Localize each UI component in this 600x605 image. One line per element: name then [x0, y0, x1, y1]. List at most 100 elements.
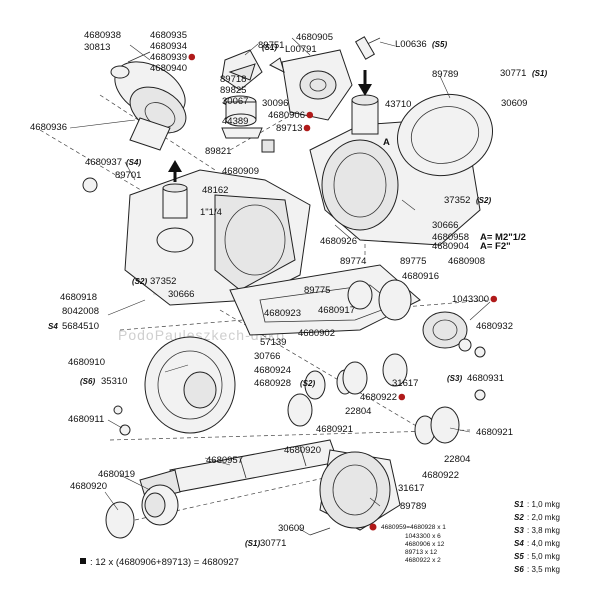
part-callout[interactable]: 89775 [400, 256, 426, 267]
part-callout[interactable]: 4680919 [98, 469, 135, 480]
main-pump-body [82, 160, 311, 306]
part-callout[interactable]: 4680939 [150, 52, 187, 63]
part-callout[interactable]: (S2) [300, 379, 315, 388]
kit-part-red-dot [303, 124, 311, 132]
part-callout[interactable]: 22804 [345, 406, 371, 417]
part-callout[interactable]: 89718 [220, 74, 246, 85]
top-cover-assembly [110, 51, 187, 151]
left-flange [113, 336, 236, 436]
part-callout[interactable]: (S2) [132, 277, 147, 286]
part-callout[interactable]: 30766 [254, 351, 280, 362]
part-callout[interactable]: 89774 [340, 256, 366, 267]
part-callout[interactable]: 89751 [258, 40, 284, 51]
part-callout[interactable]: A= M2"1/2 [480, 232, 526, 243]
part-callout[interactable]: 31617 [392, 378, 418, 389]
part-callout[interactable]: 4680935 [150, 30, 187, 41]
torque-value-6: : 3,5 mkg [527, 565, 560, 574]
part-callout[interactable]: 4680940 [150, 63, 187, 74]
part-callout[interactable]: 37352 [150, 276, 176, 287]
part-callout[interactable]: 4680905 [296, 32, 333, 43]
part-callout[interactable]: 4680902 [298, 328, 335, 339]
part-callout[interactable]: 30096 [262, 98, 288, 109]
part-callout[interactable]: A [383, 137, 390, 148]
part-callout[interactable]: 30609 [278, 523, 304, 534]
kit-part-red-dot [188, 53, 196, 61]
part-callout[interactable]: 48162 [202, 185, 228, 196]
part-callout[interactable]: 4680922 [360, 392, 397, 403]
part-callout[interactable]: 4680937 [85, 157, 122, 168]
part-callout[interactable]: 30666 [168, 289, 194, 300]
part-callout[interactable]: 4680924 [254, 365, 291, 376]
part-callout[interactable]: 43710 [385, 99, 411, 110]
part-callout[interactable]: 4680932 [476, 321, 513, 332]
part-callout[interactable]: 35310 [101, 376, 127, 387]
part-callout[interactable]: 4680921 [476, 427, 513, 438]
part-callout[interactable]: 4680916 [402, 271, 439, 282]
part-callout[interactable]: 89775 [304, 285, 330, 296]
part-callout[interactable]: 4680917 [318, 305, 355, 316]
part-callout[interactable]: 4680908 [448, 256, 485, 267]
part-callout[interactable]: (S4) [126, 158, 141, 167]
part-callout[interactable]: (S5) [432, 40, 447, 49]
part-callout[interactable]: 4680922 [422, 470, 459, 481]
part-callout[interactable]: 4680934 [150, 41, 187, 52]
part-callout[interactable]: 4680920 [284, 445, 321, 456]
part-callout[interactable]: (S1) [532, 69, 547, 78]
part-callout[interactable]: 4680923 [264, 308, 301, 319]
part-callout[interactable]: 30771 [260, 538, 286, 549]
part-callout[interactable]: 1"1/4 [200, 207, 222, 218]
part-callout[interactable]: 4680926 [320, 236, 357, 247]
part-callout[interactable]: (S1) [245, 539, 260, 548]
part-callout[interactable]: (S2) [476, 196, 491, 205]
part-callout[interactable]: 5684510 [62, 321, 99, 332]
torque-value-3: : 3,8 mkg [527, 526, 560, 535]
part-callout[interactable]: L00791 [285, 44, 317, 55]
part-callout[interactable]: 30813 [84, 42, 110, 53]
part-callout[interactable]: 4680958 [432, 232, 469, 243]
part-callout[interactable]: 31617 [398, 483, 424, 494]
part-callout[interactable]: 89789 [400, 501, 426, 512]
part-callout[interactable]: 4680936 [30, 122, 67, 133]
kit-red-dot [369, 523, 377, 531]
part-callout[interactable]: 4680921 [316, 424, 353, 435]
part-callout[interactable]: 4680906 [268, 110, 305, 121]
part-callout[interactable]: 44389 [222, 116, 248, 127]
part-callout[interactable]: L00636 [395, 39, 427, 50]
part-callout[interactable]: (S3) [447, 374, 462, 383]
part-callout[interactable]: 30067 [222, 96, 248, 107]
part-callout[interactable]: 4680904 [432, 241, 469, 252]
part-callout[interactable]: 89821 [205, 146, 231, 157]
part-callout[interactable]: 30609 [501, 98, 527, 109]
watermark-subtitle: PodoPauleszkech-düko [118, 327, 285, 343]
footnote-square-marker [80, 558, 86, 564]
part-callout[interactable]: 1043300 [452, 294, 489, 305]
part-callout[interactable]: (S6) [80, 377, 95, 386]
part-callout[interactable]: 22804 [444, 454, 470, 465]
part-callout[interactable]: 4680928 [254, 378, 291, 389]
part-callout[interactable]: S4 [48, 322, 58, 331]
part-callout[interactable]: 4680909 [222, 166, 259, 177]
part-callout[interactable]: 4680938 [84, 30, 121, 41]
torque-value-1: : 1,0 mkg [527, 500, 560, 509]
kit-line-4: 89713 x 12 [405, 549, 438, 556]
part-callout[interactable]: 89825 [220, 85, 246, 96]
part-callout[interactable]: 57139 [260, 337, 286, 348]
part-callout[interactable]: 30771 [500, 68, 526, 79]
part-callout[interactable]: 89701 [115, 170, 141, 181]
part-callout[interactable]: 89789 [432, 69, 458, 80]
torque-code-3: S3 [514, 526, 524, 535]
part-callout[interactable]: 4680918 [60, 292, 97, 303]
part-callout[interactable]: 89713 [276, 123, 302, 134]
part-callout[interactable]: 8042008 [62, 306, 99, 317]
part-callout[interactable]: 4680957 [206, 455, 243, 466]
part-callout[interactable]: 4680920 [70, 481, 107, 492]
part-callout[interactable]: 4680910 [68, 357, 105, 368]
part-callout[interactable]: 4680911 [68, 414, 104, 425]
part-callout[interactable]: (S1) [262, 43, 277, 52]
part-callout[interactable]: 4680931 [467, 373, 504, 384]
part-callout[interactable]: A= F2" [480, 241, 511, 252]
part-callout[interactable]: 30666 [432, 220, 458, 231]
part-callout[interactable]: 37352 [444, 195, 470, 206]
